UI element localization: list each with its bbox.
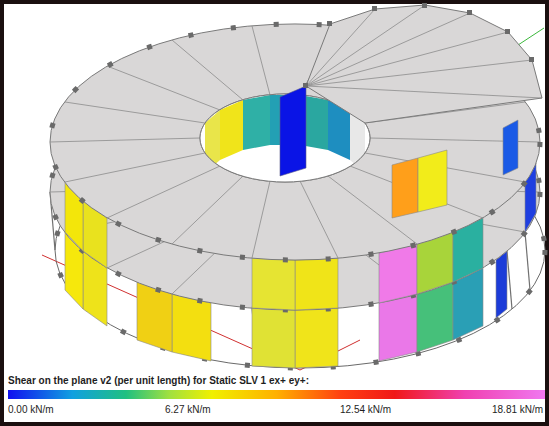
mesh-line [306, 13, 470, 86]
ramp [303, 3, 542, 123]
canvas [4, 4, 545, 422]
core-wall [220, 100, 243, 160]
joint [467, 10, 472, 15]
joint [529, 57, 534, 62]
scale-tick: 12.54 kN/m [340, 404, 391, 416]
joint [327, 21, 332, 26]
scale-title: Shear on the plane v2 (per unit length) … [8, 375, 309, 387]
scale-tick: 18.81 kN/m [492, 404, 543, 416]
mesh-line [306, 5, 425, 86]
shear-wall [503, 120, 518, 175]
joint [303, 83, 308, 88]
ramp-wall [280, 86, 306, 176]
core-wall [243, 95, 270, 150]
shear-wall [379, 294, 417, 361]
column [507, 251, 512, 309]
scale-tick: 6.27 kN/m [165, 404, 211, 416]
ramp-joints [303, 3, 534, 88]
shear-wall [496, 251, 507, 318]
shear-wall [418, 150, 447, 212]
mesh-line [107, 166, 220, 218]
ramp-mesh [306, 5, 542, 98]
shear-wall [379, 244, 417, 303]
shear-wall [295, 258, 338, 310]
shear-wall [252, 258, 295, 310]
mesh-line [65, 153, 205, 182]
mesh-line [306, 60, 532, 86]
scale-tick: 0.00 kN/m [8, 404, 54, 416]
mesh-line [306, 9, 375, 86]
mesh-line [306, 32, 508, 86]
shear-wall [295, 308, 338, 368]
mesh-line [172, 40, 243, 100]
ramp-slab [306, 5, 542, 123]
mesh-line [252, 181, 270, 258]
rear-walls [392, 120, 518, 218]
joint [505, 29, 510, 34]
mesh-line [50, 138, 200, 142]
mesh-line [300, 181, 338, 258]
joint [372, 6, 377, 11]
shear-wall [172, 294, 211, 361]
mesh-line [306, 86, 542, 98]
color-scale-bar [8, 390, 545, 399]
mesh-line [172, 176, 243, 244]
mesh-line [107, 66, 220, 110]
shear-wall [392, 158, 418, 218]
shear-wall [252, 308, 295, 368]
joint [422, 3, 427, 8]
column [525, 232, 530, 290]
mesh-line [65, 102, 205, 123]
mesh-line [252, 26, 270, 95]
